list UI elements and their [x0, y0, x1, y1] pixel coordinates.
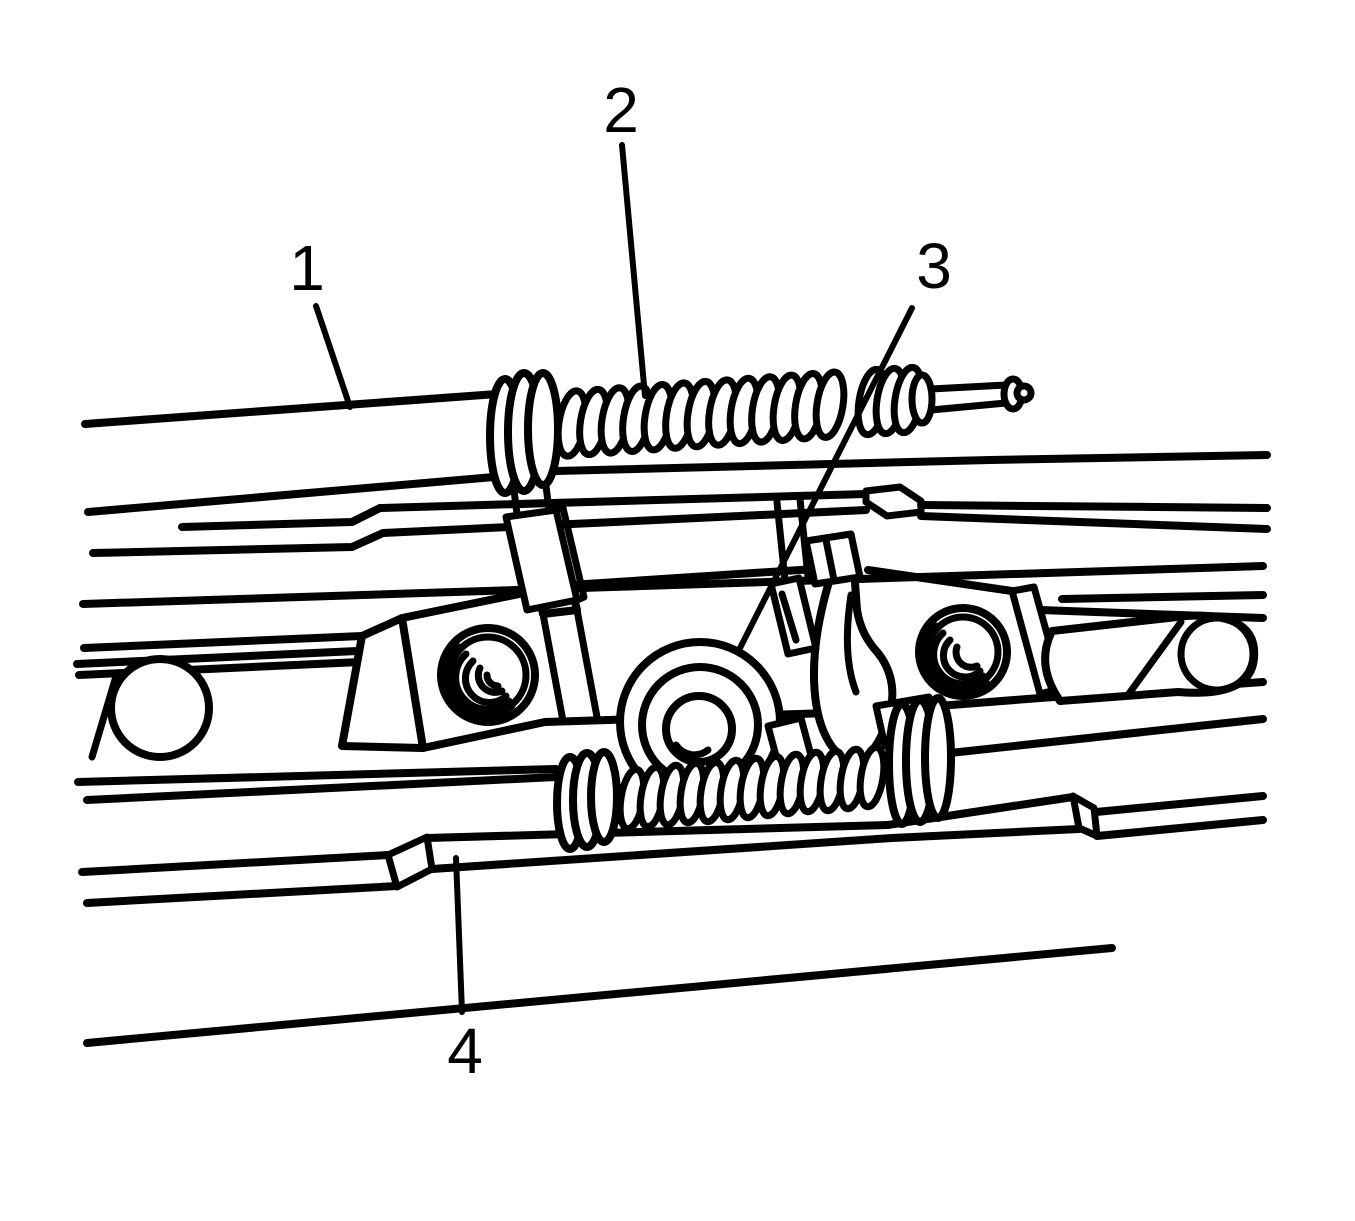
- base-plate-bottom-left: [83, 882, 401, 907]
- base-plate-top-middle: [423, 821, 892, 842]
- cable-housing-bottom-line: [84, 473, 498, 516]
- lower-ferrule-ring-right: [921, 694, 955, 822]
- bore-left-thread-1: [442, 643, 516, 720]
- bore-left-thread-2: [452, 650, 513, 713]
- callout-3-label: 3: [916, 230, 952, 302]
- grommet-inner-lip-arc: [672, 741, 712, 759]
- bracket-divider-1: [539, 610, 567, 725]
- spring-coil: [812, 368, 848, 441]
- tab-b-link-2: [796, 495, 812, 581]
- threaded-bore-left: [437, 624, 539, 726]
- callout-4-label: 4: [447, 1015, 483, 1087]
- bore-right-thread-3: [939, 636, 984, 681]
- bore-right-thread-2: [930, 629, 987, 688]
- bore-left-thread-3: [461, 657, 510, 706]
- cable-housing-top-line: [81, 390, 501, 428]
- spring-end-washer: [908, 371, 936, 427]
- channel-right-lower-line: [946, 715, 1267, 757]
- claw-inner-line: [843, 591, 860, 696]
- cable-ferrule-upper: [486, 369, 562, 497]
- channel-edge-line-1: [73, 647, 361, 668]
- ferrule-ring: [524, 369, 562, 489]
- callouts: 1 2 3 4: [289, 74, 952, 1087]
- rod-shank-bottom-line: [927, 399, 1010, 414]
- bracket-top-edge-right: [864, 566, 1016, 595]
- spring-coil: [856, 743, 888, 811]
- tab-b-window-line: [778, 590, 800, 644]
- channel-top-line-right: [1058, 591, 1267, 603]
- tab-b: [767, 574, 820, 658]
- base-plate-top-left: [78, 851, 392, 876]
- upper-rail-line: [552, 451, 1271, 475]
- channel-bottom-line-1: [74, 765, 560, 786]
- step-rail-lower-right: [917, 512, 1271, 533]
- lower-ferrule-ring: [587, 748, 621, 846]
- tab-a-fold-edge: [552, 504, 588, 604]
- rail-lines: [73, 390, 1271, 1047]
- callout-2-label: 2: [603, 74, 639, 146]
- rod-tip-nub: [1013, 382, 1035, 404]
- bore-left-thread-5: [483, 671, 502, 690]
- channel-bottom-line-2: [83, 773, 560, 804]
- bore-right-thread-4: [952, 643, 981, 671]
- rail-step-joggle: [862, 483, 925, 520]
- base-plate-right-line-2: [1093, 816, 1267, 840]
- callout-1-leader-line: [313, 303, 353, 410]
- slot-with-roller: [1041, 611, 1259, 705]
- callout-3-leader-line: [737, 305, 915, 651]
- bore-right-thread-1: [920, 622, 990, 695]
- step-rail-upper-left: [178, 490, 870, 531]
- bracket-divider-2: [573, 606, 601, 721]
- callout-4-leader-line: [453, 855, 465, 1015]
- step-rail-upper-right: [917, 501, 1271, 512]
- base-plate-bottom-middle: [428, 825, 1083, 873]
- channel-top-line-left: [80, 632, 366, 652]
- slot-roller-circle: [1177, 614, 1257, 694]
- lower-spring-assembly: [553, 694, 955, 853]
- left-roller-circle: [107, 655, 213, 761]
- base-plate-right-line-1: [1092, 792, 1267, 816]
- tab-c-fold-line: [822, 536, 838, 584]
- mid-rail-line: [79, 562, 1267, 608]
- threaded-bore-right: [915, 604, 1011, 700]
- base-plate-step: [384, 833, 436, 891]
- step-rail-lower-left: [89, 506, 870, 557]
- slot-diagonal-line: [1124, 618, 1185, 699]
- rod-shank-top-line: [927, 381, 1010, 393]
- callout-1-label: 1: [289, 232, 325, 304]
- bore-left-thread-4: [474, 664, 506, 696]
- callout-2-leader-line: [619, 142, 648, 399]
- tension-spring-upper: [554, 363, 1035, 460]
- bottom-frame-line: [83, 944, 1116, 1047]
